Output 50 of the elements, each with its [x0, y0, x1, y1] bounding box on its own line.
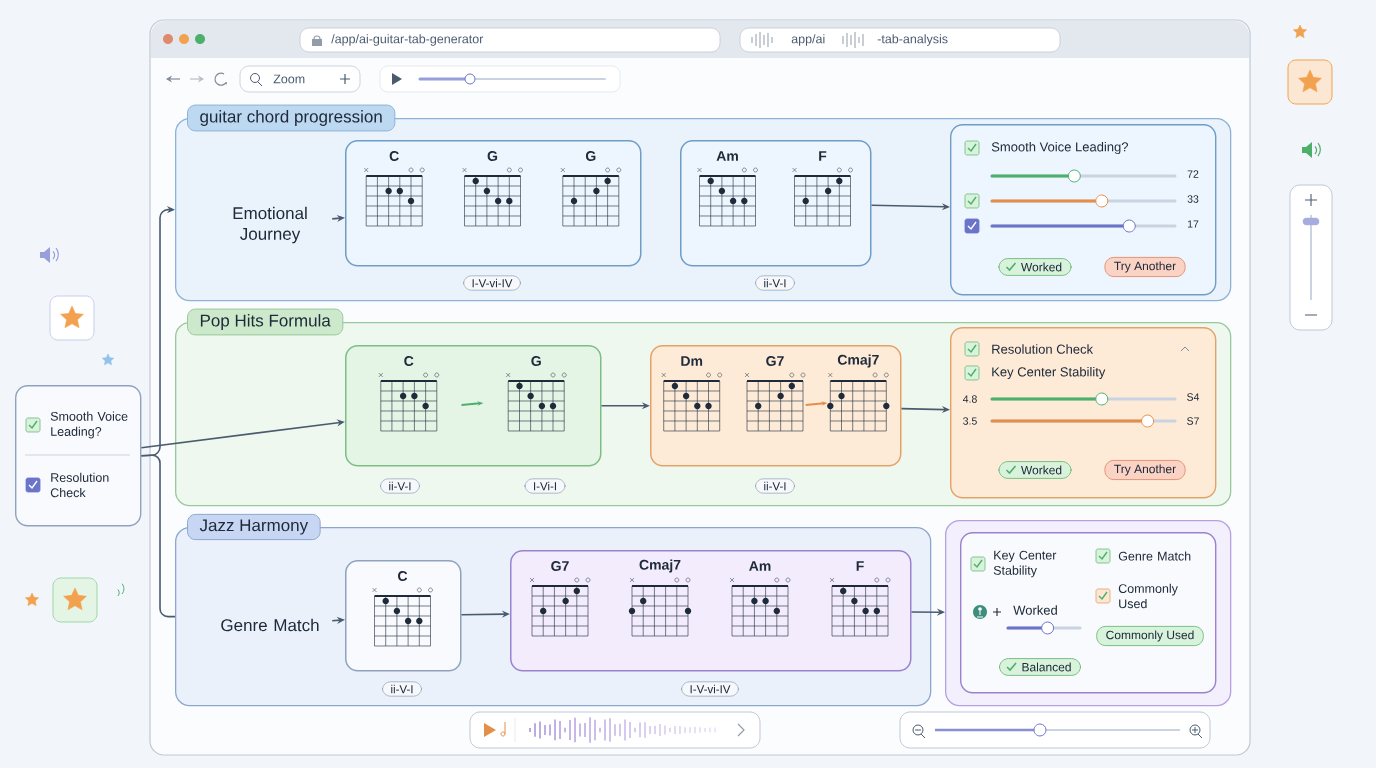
address-bar: app/ai -tab-analysis	[739, 27, 1061, 53]
progression-pill: I-V-vi-IV	[681, 681, 739, 697]
label: app/ai	[791, 34, 825, 46]
option-label: Genre Match	[1118, 551, 1191, 561]
chord-name: G7	[766, 356, 784, 366]
option-label: Smooth Voice Leading?	[991, 141, 1128, 155]
chord-name: F	[819, 151, 827, 161]
pill-button: Worked	[998, 461, 1072, 479]
value-label: 33	[1187, 195, 1199, 203]
address-bar: /app/ai-guitar-tab-generator	[299, 27, 721, 53]
chord-name: C	[404, 356, 414, 366]
chord-name: G	[586, 151, 596, 161]
pill-button: Worked	[998, 258, 1072, 276]
chord-name: G	[531, 356, 541, 366]
pill-button: Balanced	[999, 658, 1081, 676]
chord-name: C	[389, 151, 399, 161]
chord-name: F	[856, 561, 864, 571]
value-label: 3.5	[963, 417, 977, 425]
value-label: 4.8	[962, 395, 977, 403]
pill-button: Commonly Used	[1096, 625, 1204, 647]
option-label: Key Center Stability	[993, 550, 1057, 578]
zoom-control: Zoom	[239, 65, 361, 93]
option-label: Smooth Voice Leading?	[50, 411, 128, 439]
value-label: 17	[1187, 220, 1199, 228]
pill-button: Try Another	[1104, 256, 1186, 278]
pill-button: Try Another	[1104, 459, 1186, 481]
value-label: 72	[1187, 170, 1199, 178]
chord-name: Am	[749, 561, 771, 571]
option-label: Resolution Check	[992, 344, 1094, 354]
chord-name: Am	[716, 151, 738, 161]
chord-name: G7	[551, 561, 569, 571]
option-label: Worked	[1013, 605, 1057, 615]
chord-name: Dm	[681, 356, 703, 366]
chord-name: Cmaj7	[639, 559, 681, 573]
label: /app/ai-guitar-tab-generator	[331, 34, 484, 46]
option-label: Key Center Stability	[992, 366, 1106, 380]
option-label: Commonly Used	[1118, 583, 1178, 609]
flow-label: Emotional Journey	[233, 206, 307, 244]
progression-pill: I-V-vi-IV	[463, 275, 521, 291]
chord-name: G	[487, 151, 498, 161]
tab-heading: guitar chord progression	[187, 104, 396, 132]
chord-name: C	[398, 571, 408, 581]
tab-heading: Pop Hits Formula	[187, 308, 344, 336]
chord-name: Cmaj7	[837, 354, 879, 368]
option-label: Resolution Check	[50, 472, 109, 498]
label: -tab-analysis	[877, 34, 948, 46]
tab-heading: Jazz Harmony	[187, 513, 321, 541]
value-label: S7	[1187, 417, 1199, 425]
flow-label: Genre Match	[221, 618, 319, 632]
value-label: S4	[1187, 393, 1200, 401]
